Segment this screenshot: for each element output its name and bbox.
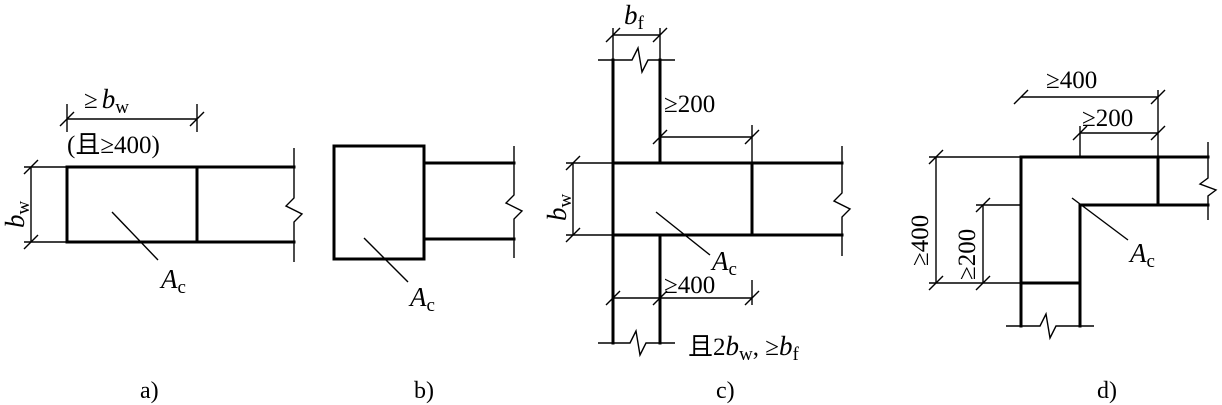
panel-d: ≥400 ≥200 ≥400 ≥200 Ac d) (907, 67, 1218, 404)
panel-c-break-bottom (598, 328, 675, 358)
panel-c-area-label: Ac (710, 246, 737, 280)
panel-a: ≥bw (且≥400) bw Ac a) (0, 84, 304, 404)
panel-c-200-label: ≥200 (664, 91, 715, 118)
panel-a-height-tick-top (23, 159, 39, 175)
panel-d-area-leader (1071, 197, 1129, 241)
panel-d-left-400-label: ≥400 (907, 215, 934, 266)
panel-c-note: 且2bw, ≥bf (688, 331, 799, 365)
panel-c-height-label: bw (542, 194, 576, 222)
panel-d-area-label: Ac (1128, 238, 1155, 272)
panel-d-top-200-label: ≥200 (1082, 105, 1133, 132)
panel-a-height-tick-bottom (23, 234, 39, 250)
panel-a-width-tick-left (59, 111, 75, 127)
panel-c-bf-label: bf (624, 0, 645, 34)
panel-c-200-tick-left (652, 129, 668, 145)
panel-d-caption: d) (1097, 378, 1117, 404)
panel-c-400-label: ≥400 (664, 272, 715, 299)
panel-b-area-leader (363, 237, 409, 283)
panel-b-break-line (504, 146, 524, 258)
panel-c-400-tick-mid (652, 290, 668, 306)
panel-c-break-right (832, 146, 852, 256)
panel-c-boundary-element (611, 161, 754, 237)
panel-a-width-tick-right (189, 111, 205, 127)
panel-a-area-leader (111, 211, 159, 261)
panel-c-height-tick-bottom (565, 227, 581, 243)
panel-d-break-right (1198, 142, 1218, 220)
panel-c-400-tick-left (605, 290, 621, 306)
panel-d-left-200-label: ≥200 (954, 229, 981, 280)
panel-c: bf ≥200 bw Ac ≥400 且2bw, ≥bf c) (542, 0, 852, 404)
panel-b-boundary-element (332, 144, 426, 261)
panel-b: Ac b) (332, 144, 524, 404)
panel-a-note: (且≥400) (67, 132, 160, 159)
panel-b-caption: b) (414, 378, 434, 404)
panel-c-height-tick-top (565, 155, 581, 171)
panel-c-break-top (598, 45, 675, 75)
panel-d-top-400-label: ≥400 (1046, 67, 1097, 94)
panel-d-break-bottom (1006, 311, 1094, 341)
panel-c-area-leader (655, 211, 711, 256)
panel-a-height-label: bw (0, 201, 34, 229)
panel-a-area-label: Ac (159, 264, 186, 298)
panel-b-area-label: Ac (408, 282, 435, 316)
panel-a-boundary-element (65, 165, 199, 244)
panel-d-top-400-tick-left (1013, 89, 1029, 105)
panel-a-break-line (284, 148, 304, 262)
panel-a-width-label: ≥bw (84, 84, 129, 118)
panel-a-caption: a) (140, 378, 159, 404)
panel-c-caption: c) (716, 378, 735, 404)
panel-d-left-200-tick-bottom (975, 275, 991, 291)
